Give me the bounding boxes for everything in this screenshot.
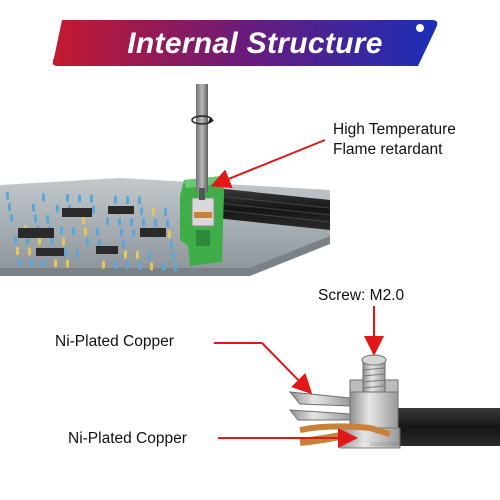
resistor — [60, 226, 63, 235]
resistor — [124, 250, 127, 259]
resistor — [14, 236, 17, 244]
flame-label-line1: High Temperature — [333, 121, 456, 138]
resistor — [98, 238, 101, 247]
screw-label: Screw: M2.0 — [318, 287, 405, 304]
resistor — [18, 258, 21, 266]
resistor — [118, 217, 121, 226]
ic-chip — [18, 228, 54, 238]
resistor — [78, 194, 81, 203]
resistor — [114, 195, 117, 204]
resistor — [174, 263, 177, 272]
resistor — [38, 236, 41, 245]
resistor — [62, 237, 65, 246]
resistor — [84, 227, 87, 236]
resistor — [102, 260, 105, 269]
resistor — [16, 247, 19, 255]
resistor — [154, 218, 157, 227]
ic-chip — [96, 246, 118, 254]
resistor — [164, 208, 167, 217]
resistor — [54, 259, 57, 268]
resistor — [136, 251, 139, 259]
ni-plated-copper-label-top: Ni-Plated Copper — [55, 333, 174, 350]
resistor — [64, 248, 67, 257]
resistor — [90, 194, 93, 203]
resistor — [106, 217, 109, 226]
resistor — [86, 238, 89, 247]
resistor — [148, 251, 151, 260]
resistor — [122, 239, 125, 248]
resistor — [82, 216, 85, 225]
rotation-arrow-icon — [191, 115, 214, 125]
resistor — [6, 192, 9, 200]
resistor — [66, 194, 69, 202]
resistor — [152, 207, 155, 216]
resistor — [142, 218, 145, 227]
banner-hole-icon — [416, 24, 424, 32]
resistor — [30, 258, 33, 267]
resistor — [168, 230, 171, 239]
screwdriver-icon — [196, 84, 208, 200]
ic-chip — [36, 248, 64, 256]
flat-cable — [215, 188, 331, 230]
ic-chip — [62, 208, 92, 217]
resistor — [42, 258, 45, 267]
resistor — [46, 215, 49, 224]
flame-arrow — [210, 139, 326, 189]
resistor — [72, 227, 75, 235]
resistor — [130, 218, 133, 226]
resistor — [92, 205, 95, 214]
flame-label-line2: Flame retardant — [333, 141, 443, 158]
ic-chip — [108, 206, 134, 214]
resistor — [8, 203, 11, 211]
resistor — [150, 262, 153, 271]
resistor — [66, 259, 69, 268]
resistor — [126, 196, 129, 204]
ni-top-arrow-diag — [261, 342, 313, 395]
resistor — [120, 228, 123, 237]
resistor — [32, 203, 35, 212]
resistor — [50, 237, 53, 246]
resistor — [138, 262, 141, 270]
resistor — [28, 247, 31, 256]
resistor — [26, 236, 29, 245]
resistor — [42, 193, 45, 202]
resistor — [126, 261, 129, 270]
resistor — [76, 249, 79, 257]
resistor — [96, 227, 99, 236]
resistor — [166, 219, 169, 228]
ic-chip — [140, 228, 166, 237]
resistor — [56, 204, 59, 213]
title-banner — [52, 20, 438, 66]
resistor — [170, 241, 173, 250]
ni-plated-copper-label-bottom: Ni-Plated Copper — [68, 430, 187, 447]
resistor — [34, 214, 37, 223]
resistor — [132, 229, 135, 237]
page-title: Internal Structure — [127, 27, 383, 60]
m2-screw — [361, 354, 387, 393]
resistor — [138, 196, 141, 205]
flame-retardant-label: High Temperature Flame retardant — [333, 120, 456, 160]
resistor — [140, 207, 143, 216]
resistor — [10, 214, 13, 222]
resistor — [162, 262, 165, 271]
resistor — [114, 261, 117, 270]
pcb-components — [6, 192, 177, 272]
resistor — [172, 252, 175, 261]
